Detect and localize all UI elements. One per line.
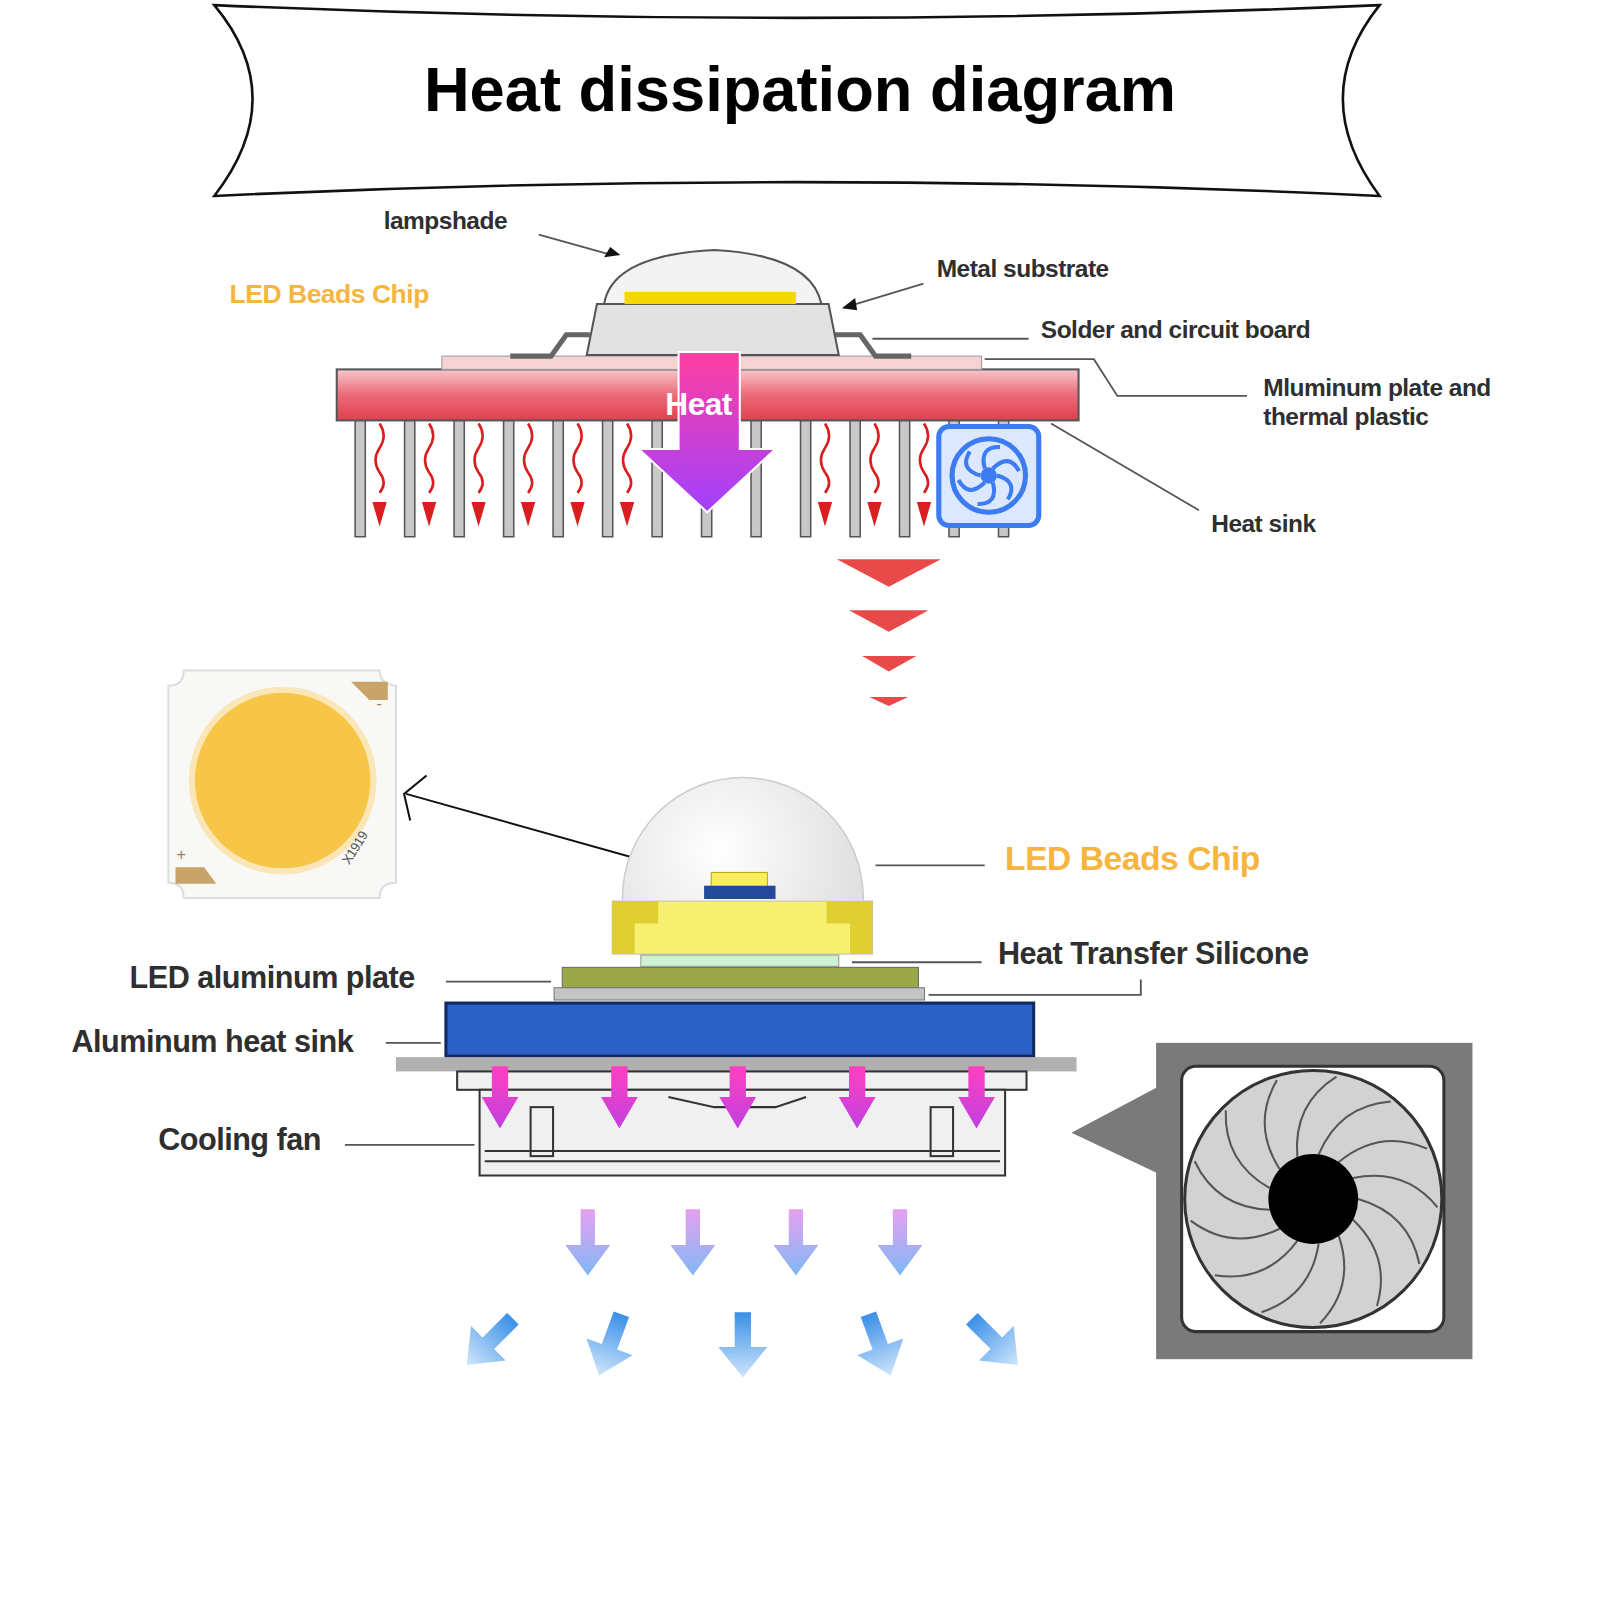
part-label: Heat Transfer Silicone — [998, 936, 1309, 971]
part-label: Aluminum heat sink — [71, 1024, 353, 1059]
metal-substrate — [587, 304, 839, 355]
fan-inset — [1071, 1043, 1472, 1359]
leader-head — [842, 298, 857, 310]
heat-transfer-silicone — [641, 955, 839, 966]
part-label: Solder and circuit board — [1041, 316, 1310, 344]
pointer-head — [404, 776, 426, 821]
led-package — [612, 901, 872, 954]
part-label: LED aluminum plate — [130, 960, 415, 995]
part-label: Heat sink — [1211, 510, 1315, 538]
outflow-arrows — [449, 1209, 1035, 1384]
heat-arrow — [639, 352, 776, 512]
silicone-layer — [554, 988, 924, 1000]
title: Heat dissipation diagram — [0, 53, 1600, 126]
heat-waves — [372, 423, 931, 526]
leader-head — [604, 247, 620, 257]
arrow-label: Heat — [665, 386, 732, 422]
part-label: Mluminum plate and thermal plastic — [1263, 374, 1539, 430]
lampshade — [604, 250, 821, 304]
cob-chip — [168, 670, 396, 898]
part-label: Cooling fan — [158, 1122, 321, 1157]
leader-lines — [345, 235, 1247, 1145]
polarity-mark: + — [177, 845, 186, 864]
polarity-mark: - — [377, 694, 382, 713]
solder-lead — [510, 335, 590, 356]
chevrons — [837, 559, 941, 706]
chip-base — [704, 886, 775, 899]
fan-icon — [939, 427, 1039, 526]
led-chip — [624, 292, 795, 304]
part-label: LED Beads Chip — [1005, 840, 1260, 879]
aluminum-heat-sink — [446, 1003, 1034, 1056]
part-label: lampshade — [384, 207, 507, 235]
led-aluminum-plate — [562, 967, 918, 987]
led-chip — [711, 872, 767, 886]
lens-dome — [622, 778, 863, 900]
airflow-arrows — [482, 1066, 995, 1128]
part-label: Metal substrate — [937, 255, 1109, 283]
part-label: LED Beads Chip — [230, 279, 429, 310]
